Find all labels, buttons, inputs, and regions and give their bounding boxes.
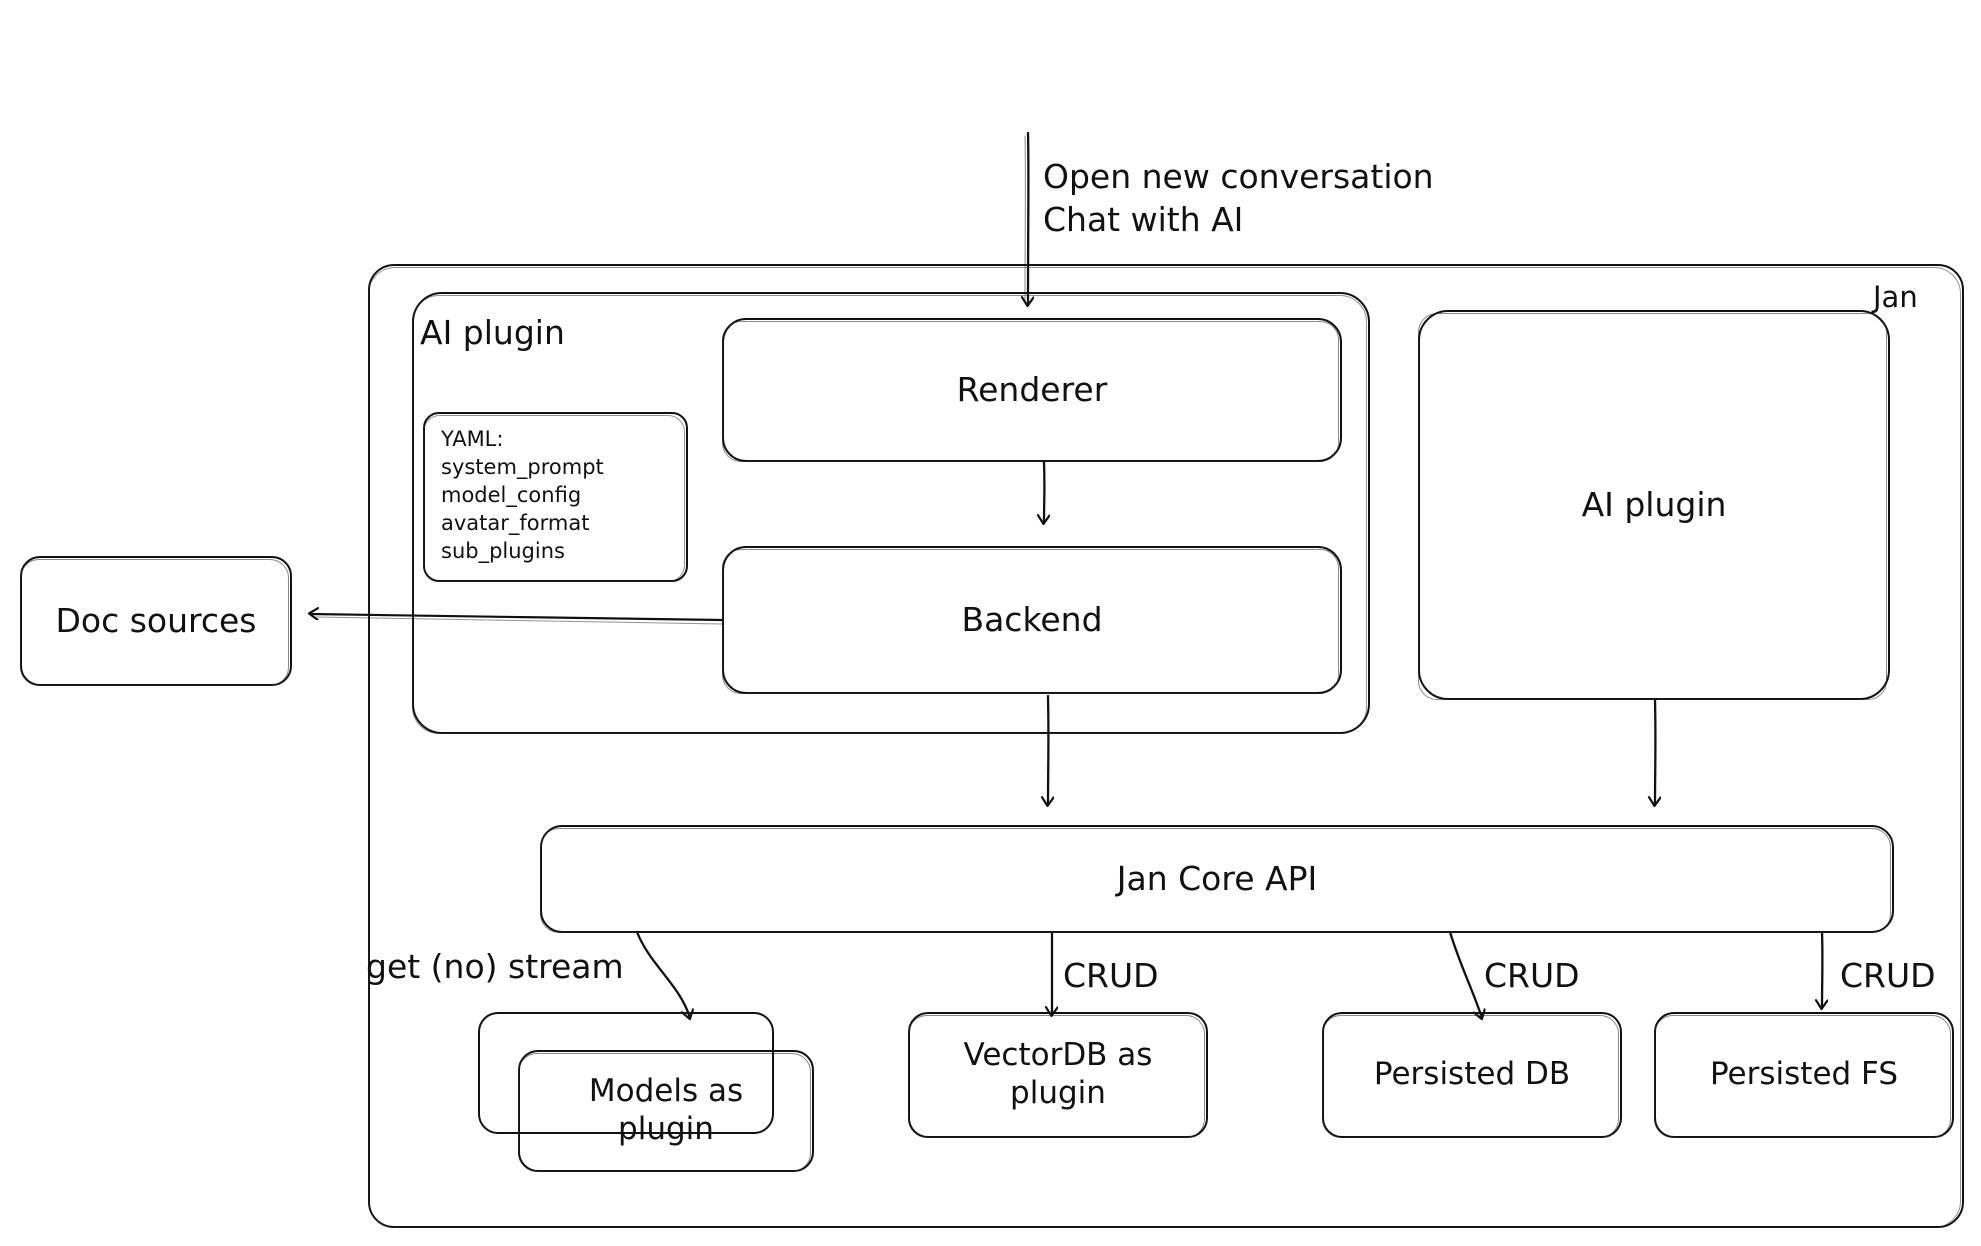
models-plugin-label: Models as plugin: [588, 1073, 744, 1147]
ai-plugin-container: [412, 292, 1370, 734]
persisted-db-node[interactable]: Persisted DB: [1322, 1012, 1622, 1138]
jan-container-label: Jan: [1873, 280, 1918, 314]
persisted-fs-node[interactable]: Persisted FS: [1654, 1012, 1954, 1138]
models-plugin-node[interactable]: Models as plugin: [518, 1050, 814, 1172]
persisted-db-label: Persisted DB: [1373, 1056, 1571, 1093]
doc-sources-node[interactable]: Doc sources: [20, 556, 292, 686]
edge-label-user-flow: Open new conversation Chat with AI: [1043, 157, 1434, 239]
backend-node[interactable]: Backend: [722, 546, 1342, 694]
jan-core-api-label: Jan Core API: [1116, 858, 1318, 898]
persisted-fs-label: Persisted FS: [1709, 1056, 1899, 1093]
ai-plugin-right-label: AI plugin: [1581, 484, 1727, 524]
edge-label-crud-vectordb: CRUD: [1063, 956, 1159, 995]
edge-label-crud-persisted-fs: CRUD: [1840, 956, 1936, 995]
renderer-node[interactable]: Renderer: [722, 318, 1342, 462]
renderer-label: Renderer: [956, 369, 1108, 409]
edge-label-get-no-stream: get (no) stream: [366, 947, 624, 986]
backend-label: Backend: [961, 599, 1103, 639]
jan-core-api-node[interactable]: Jan Core API: [540, 825, 1894, 933]
vectordb-plugin-label: VectorDB as plugin: [963, 1037, 1153, 1111]
jan-container: [368, 264, 1964, 1228]
ai-plugin-container-label: AI plugin: [420, 313, 565, 352]
edge-label-crud-persisted-db: CRUD: [1484, 956, 1580, 995]
doc-sources-label: Doc sources: [55, 600, 257, 640]
ai-plugin-right-node[interactable]: AI plugin: [1418, 310, 1890, 700]
models-plugin-stack-ghost: [478, 1012, 774, 1134]
yaml-config-box: YAML: system_prompt model_config avatar_…: [423, 412, 688, 582]
vectordb-plugin-node[interactable]: VectorDB as plugin: [908, 1012, 1208, 1138]
